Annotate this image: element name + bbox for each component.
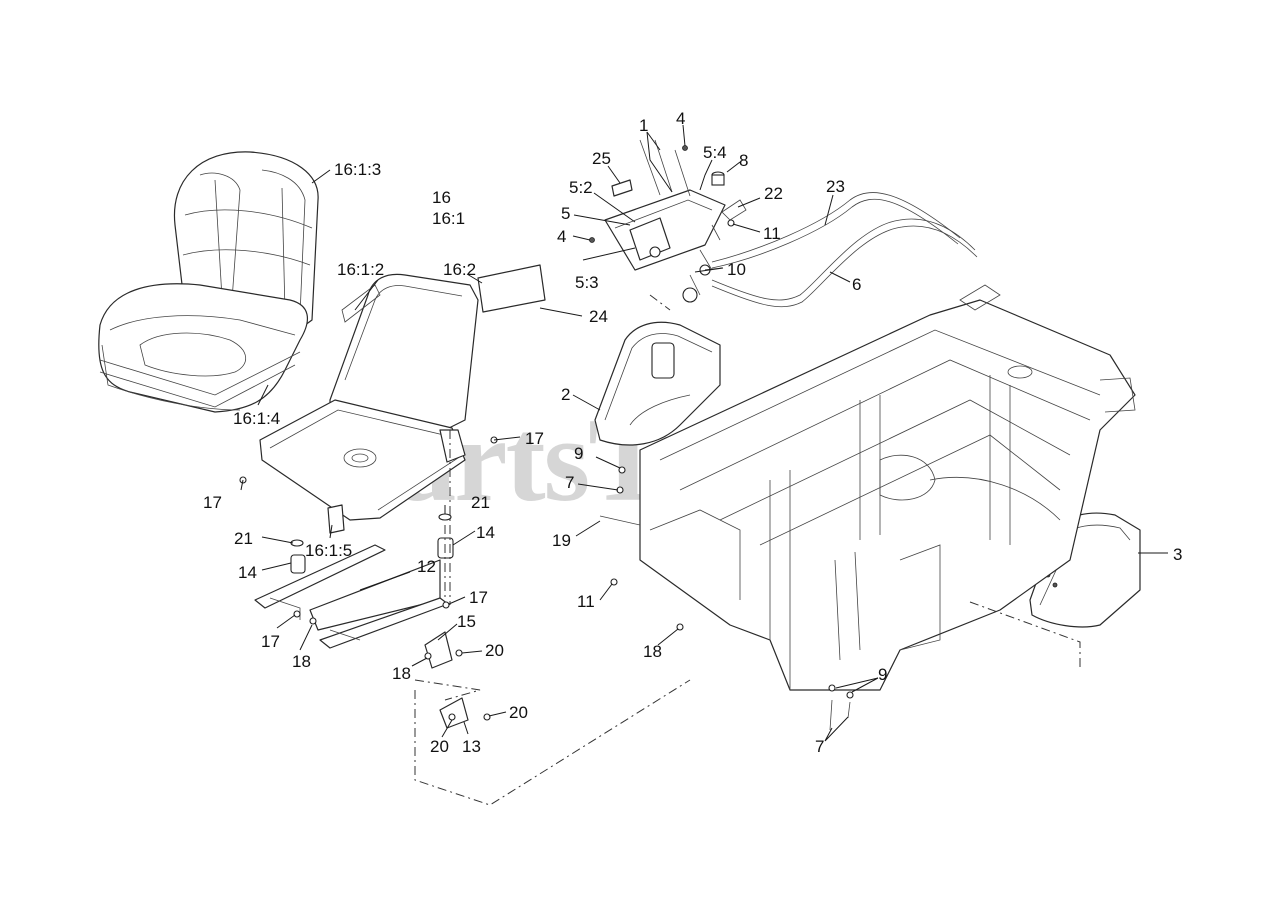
callout-7-lower: 7 bbox=[815, 737, 824, 756]
callout-15: 15 bbox=[457, 612, 476, 631]
callout-22: 22 bbox=[764, 184, 783, 203]
callout-9-upper: 9 bbox=[574, 444, 583, 463]
callout-5-3: 5:3 bbox=[575, 273, 599, 292]
callout-21-left: 21 bbox=[234, 529, 253, 548]
callout-24: 24 bbox=[589, 307, 608, 326]
callout-18-frame: 18 bbox=[643, 642, 662, 661]
callout-20-right: 20 bbox=[509, 703, 528, 722]
callout-5: 5 bbox=[561, 204, 570, 223]
callout-21-right: 21 bbox=[471, 493, 490, 512]
callout-6: 6 bbox=[852, 275, 861, 294]
callout-17-rail-left: 17 bbox=[261, 632, 280, 651]
callout-11-lower: 11 bbox=[577, 592, 595, 611]
screw-4-left bbox=[589, 237, 595, 243]
callout-25: 25 bbox=[592, 149, 611, 168]
callout-18-bracket: 18 bbox=[392, 664, 411, 683]
callout-16-1-5: 16:1:5 bbox=[305, 541, 352, 560]
callout-1: 1 bbox=[639, 116, 648, 135]
callout-20-top: 20 bbox=[485, 641, 504, 660]
callout-16-2: 16:2 bbox=[443, 260, 476, 279]
callout-3: 3 bbox=[1173, 545, 1182, 564]
callout-18-rail: 18 bbox=[292, 652, 311, 671]
callout-20-bottom: 20 bbox=[430, 737, 449, 756]
seat-pan-bracket[interactable] bbox=[259, 273, 479, 534]
bracket-15[interactable] bbox=[424, 631, 453, 669]
callout-labels: 16:1:3 16 16:1 16:1:2 16:2 24 16:1:4 17 … bbox=[203, 109, 1182, 756]
hardware-fasteners bbox=[239, 219, 854, 731]
callout-16-1: 16:1 bbox=[432, 209, 465, 228]
callout-4-top: 4 bbox=[676, 109, 685, 128]
isolator-mount-left[interactable] bbox=[290, 539, 306, 574]
leader-lines bbox=[240, 124, 1168, 742]
callout-17-seat-right: 17 bbox=[525, 429, 544, 448]
callout-16: 16 bbox=[432, 188, 451, 207]
callout-14-left: 14 bbox=[238, 563, 257, 582]
screw-4-top bbox=[682, 145, 688, 151]
callout-4-left: 4 bbox=[557, 227, 566, 246]
seat-cushion[interactable] bbox=[98, 151, 319, 413]
callout-9-lower: 9 bbox=[878, 665, 887, 684]
callout-19: 19 bbox=[552, 531, 571, 550]
callout-5-2: 5:2 bbox=[569, 178, 593, 197]
decal-16-2 bbox=[477, 264, 546, 313]
callout-17-rail-right: 17 bbox=[469, 588, 488, 607]
callout-12: 12 bbox=[417, 557, 436, 576]
console-pod-left[interactable] bbox=[594, 321, 721, 446]
callout-10: 10 bbox=[727, 260, 746, 279]
callout-14-right: 14 bbox=[476, 523, 495, 542]
callout-16-1-4: 16:1:4 bbox=[233, 409, 280, 428]
control-panel-assembly[interactable] bbox=[604, 139, 747, 303]
callout-11-top: 11 bbox=[763, 224, 781, 243]
callout-13: 13 bbox=[462, 737, 481, 756]
callout-17-seat-left: 17 bbox=[203, 493, 222, 512]
label-plate bbox=[341, 284, 381, 323]
callout-8: 8 bbox=[739, 151, 748, 170]
callout-7-upper: 7 bbox=[565, 473, 574, 492]
callout-5-4: 5:4 bbox=[703, 143, 727, 162]
bracket-13[interactable] bbox=[439, 697, 469, 729]
callout-2: 2 bbox=[561, 385, 570, 404]
control-cables[interactable] bbox=[711, 192, 978, 308]
callout-16-1-2: 16:1:2 bbox=[337, 260, 384, 279]
callout-23: 23 bbox=[826, 177, 845, 196]
main-chassis-frame[interactable] bbox=[639, 284, 1136, 691]
callout-16-1-3: 16:1:3 bbox=[334, 160, 381, 179]
